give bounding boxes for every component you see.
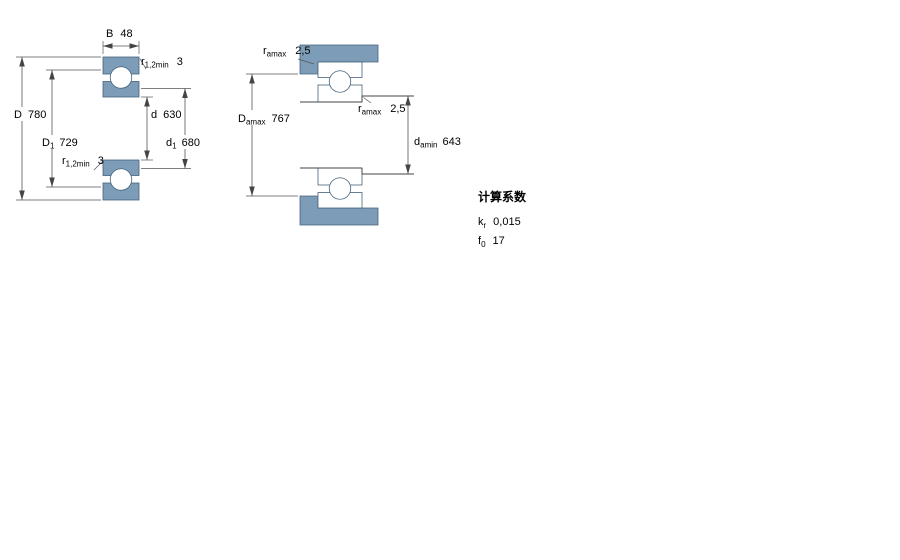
calculation-factors-panel: 计算系数 kr 0,015 f0 17: [478, 188, 526, 254]
bearing-ball-top: [109, 66, 133, 89]
label-mask: [234, 110, 296, 125]
bearing-ball-outline-bottom: [328, 177, 352, 200]
calculation-factors-title: 计算系数: [478, 190, 527, 204]
leader-line: [93, 161, 103, 171]
factor-row-kr: kr 0,015: [478, 216, 526, 230]
leader-line: [139, 58, 147, 70]
bearing-ball-bottom: [109, 168, 133, 191]
factor-row-f0: f0 17: [478, 235, 526, 249]
leader-line: [297, 58, 315, 65]
factor-value: 0,015: [493, 216, 521, 228]
label-mask: [39, 135, 79, 149]
label-mask: [163, 135, 203, 149]
label-mask: [11, 107, 49, 121]
leader-line: [363, 97, 372, 104]
factor-value: 17: [492, 235, 505, 248]
bearing-ball-outline-top: [328, 70, 352, 93]
factor-label: f0: [478, 235, 486, 250]
factor-label: kr: [478, 216, 487, 231]
